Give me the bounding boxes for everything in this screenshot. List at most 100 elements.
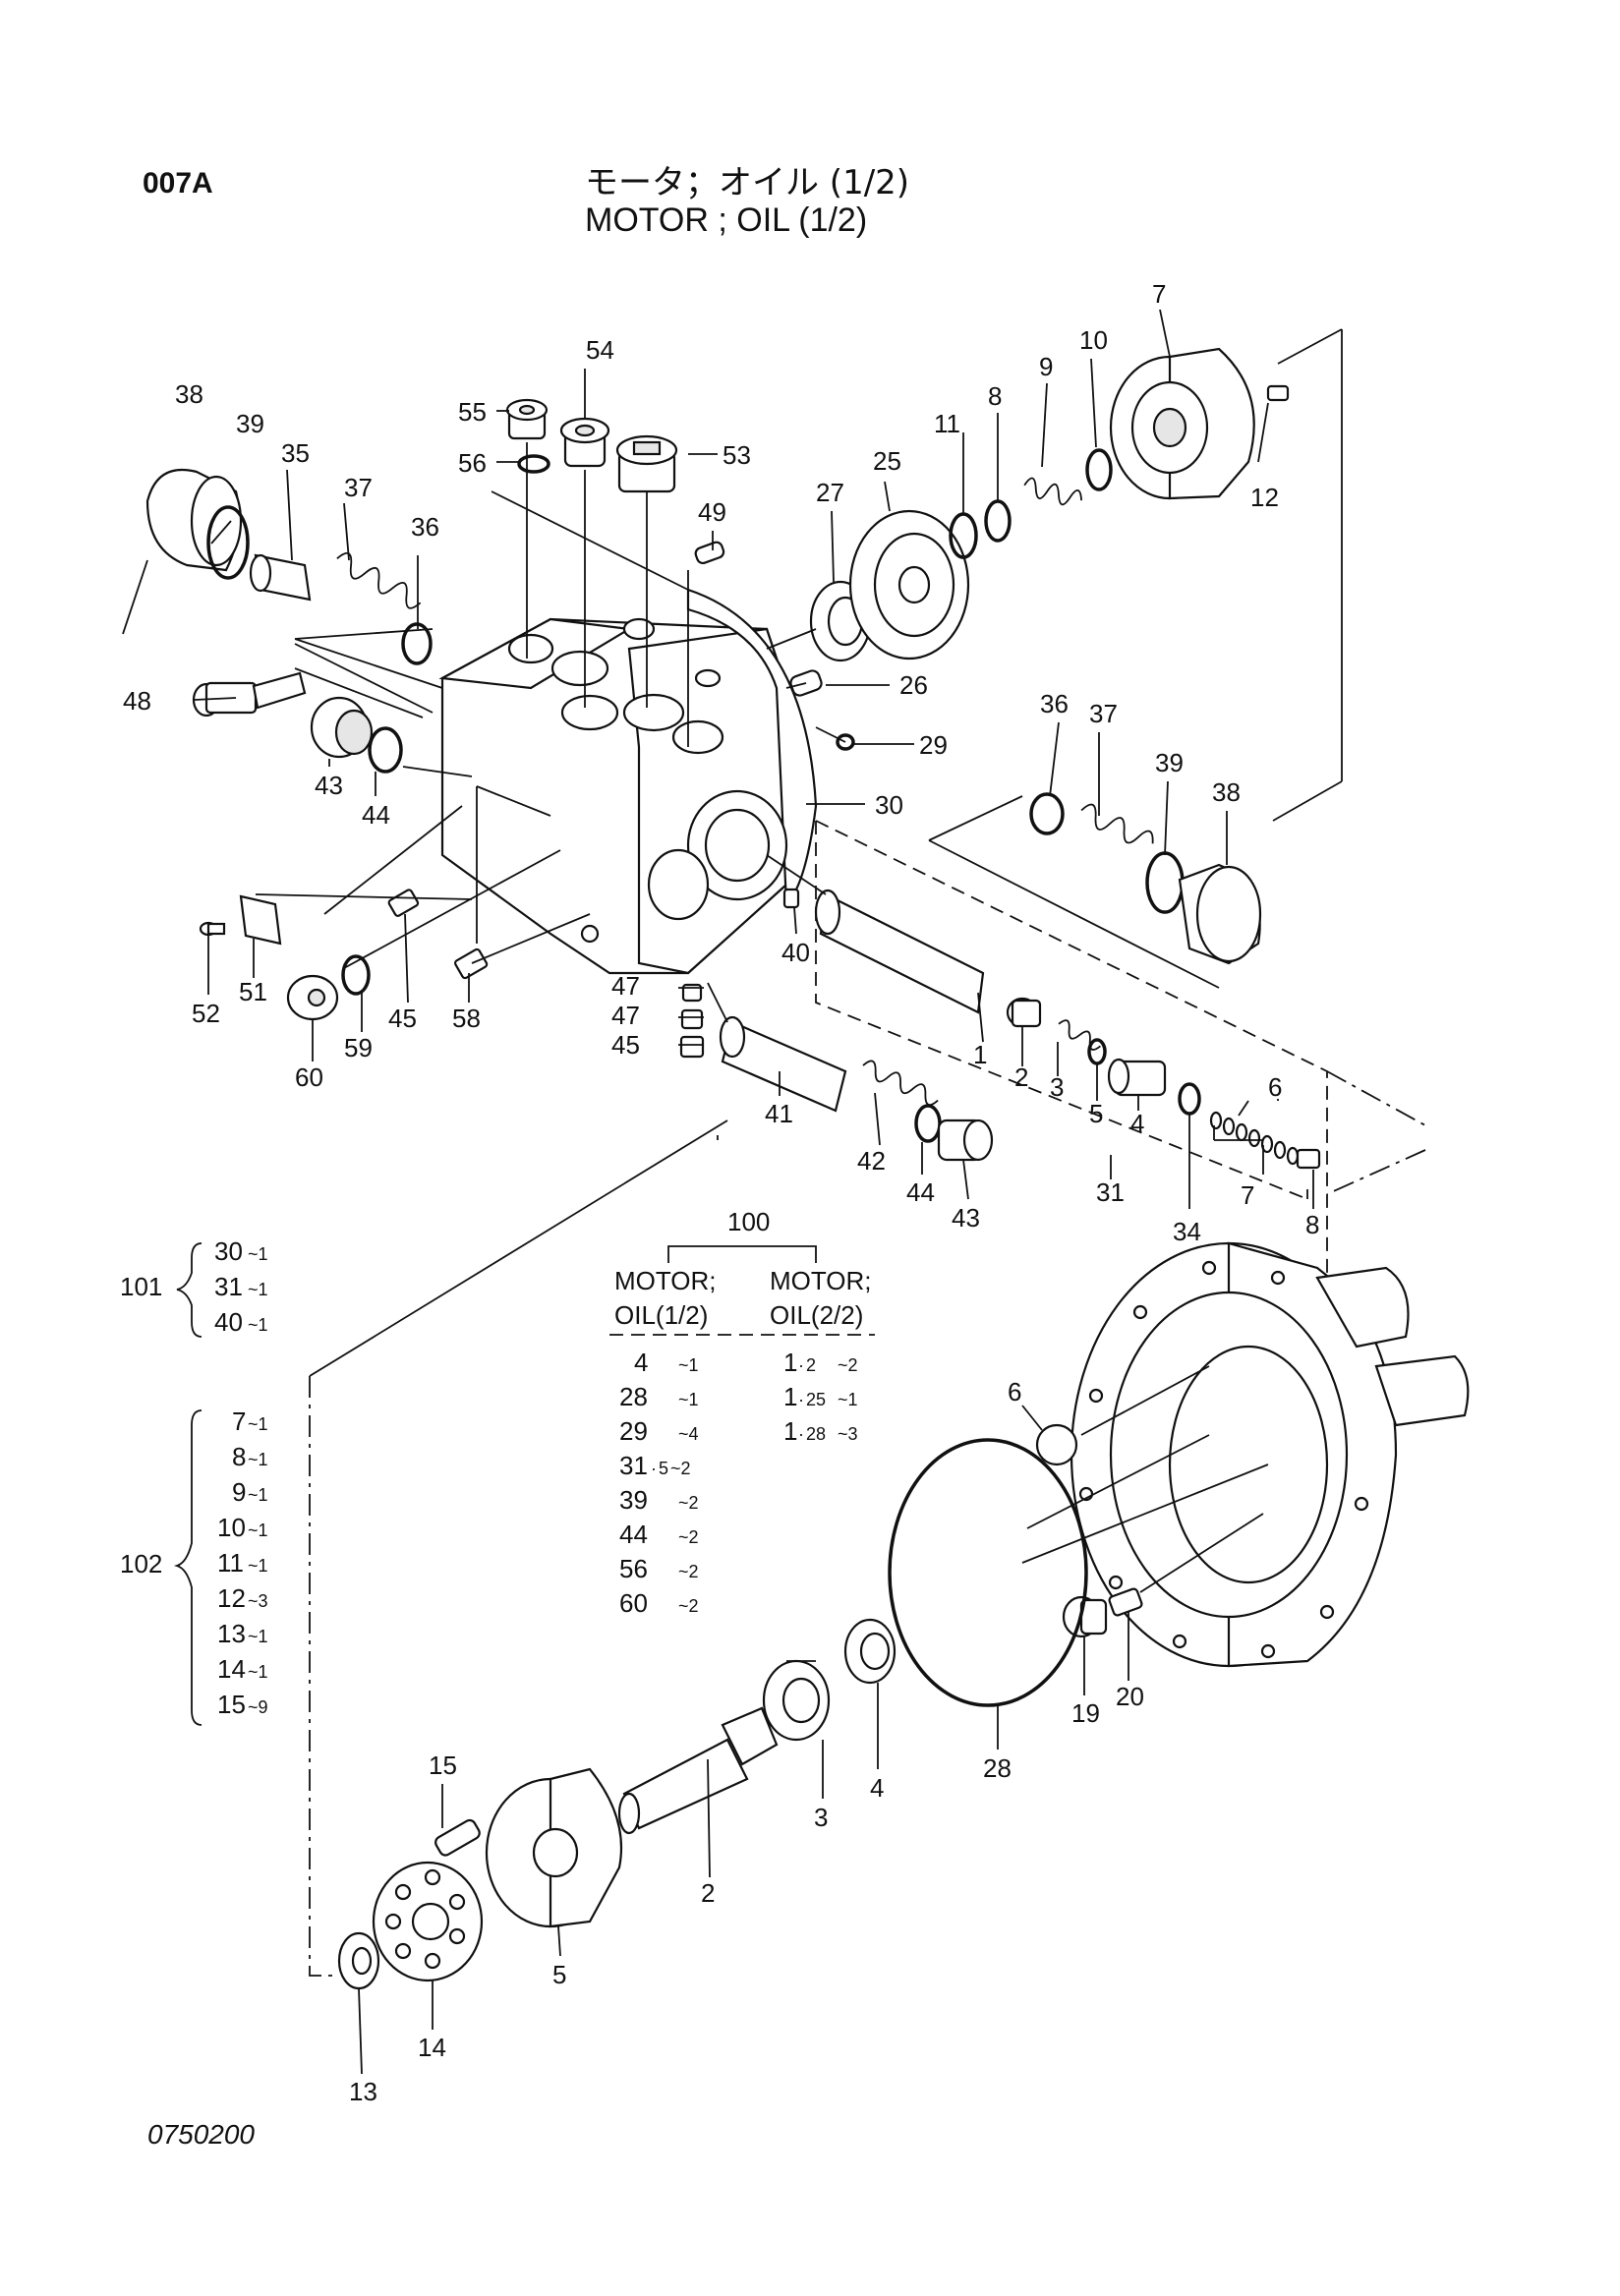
plug-53 (615, 434, 678, 493)
callout-3-top: 3 (1050, 1072, 1064, 1102)
pin-12 (1266, 384, 1290, 402)
o-ring-39-right (1145, 851, 1185, 914)
kit-100-col1-sub: 5 (659, 1459, 668, 1478)
kit-100-col1-part: 31 (619, 1451, 648, 1480)
callout-labels: 54 55 56 53 49 38 39 35 37 36 48 43 44 7… (123, 279, 1319, 2106)
washer-8 (984, 499, 1012, 543)
kit-100-col1-part: 4 (634, 1348, 648, 1377)
valve-plate-25 (848, 509, 970, 660)
bearing-3 (762, 1659, 831, 1742)
kit-100-col2-sub: 25 (806, 1390, 826, 1409)
kit-101-item-part: 30 (214, 1236, 243, 1266)
kit-100-col1-qty: ~2 (678, 1562, 699, 1581)
callout-28: 28 (983, 1753, 1012, 1783)
kit-102-item-qty: ~1 (248, 1485, 268, 1505)
spring-42 (862, 1060, 939, 1106)
shim-set-7 (1209, 1111, 1300, 1166)
sleeve-35 (249, 553, 312, 602)
callout-14: 14 (418, 2033, 446, 2062)
kit-100-col1-part: 39 (619, 1485, 648, 1515)
title-english: MOTOR ; OIL (1/2) (585, 201, 868, 239)
o-ring-44-right (914, 1104, 942, 1143)
spool-41 (719, 1015, 847, 1113)
spring-37-left (336, 551, 422, 609)
kit-102-item-qty: ~1 (248, 1556, 268, 1576)
plug-60 (286, 974, 339, 1021)
callout-52: 52 (192, 999, 220, 1028)
callout-8-bottom: 8 (1305, 1210, 1319, 1239)
plug-40 (782, 888, 800, 909)
kit-100-col1-qty: ~2 (670, 1459, 691, 1478)
callout-27: 27 (816, 478, 844, 507)
kit-100-col2-sub: 28 (806, 1424, 826, 1444)
kit-100-col2-dot: · (798, 1355, 804, 1375)
callout-11: 11 (934, 409, 960, 438)
shaft-2 (617, 1706, 779, 1835)
kit-101-item-qty: ~1 (248, 1315, 268, 1335)
kit-100-col2-qty: ~2 (838, 1355, 858, 1375)
o-ring-39-left (206, 505, 250, 580)
callout-leaders (122, 309, 1314, 2075)
callout-40: 40 (781, 938, 810, 967)
spool-1 (814, 889, 985, 1014)
callout-43-left: 43 (315, 771, 343, 800)
kit-102-item-part: 8 (232, 1442, 246, 1471)
end-cap-7 (1109, 347, 1255, 500)
spring-9 (1023, 477, 1082, 506)
callout-7-top: 7 (1152, 279, 1166, 309)
kit-100-col1-part: 56 (619, 1554, 648, 1583)
callout-2-bottom: 2 (701, 1878, 715, 1908)
callout-10: 10 (1079, 325, 1108, 355)
callout-48: 48 (123, 686, 151, 716)
ball-6 (1035, 1423, 1078, 1466)
callout-26: 26 (899, 670, 928, 700)
kit-102-item-part: 14 (217, 1654, 246, 1684)
kit-102-item-part: 13 (217, 1619, 246, 1648)
callout-13: 13 (349, 2077, 377, 2106)
kit-100-col1-qty: ~2 (678, 1596, 699, 1616)
kit-100-col2-header: MOTOR; (770, 1266, 872, 1295)
kit-102-item-part: 7 (232, 1406, 246, 1436)
callout-54: 54 (586, 335, 614, 365)
callout-36-left: 36 (411, 512, 439, 542)
plug-43-right (937, 1119, 994, 1162)
kit-100-col2-qty: ~3 (838, 1424, 858, 1444)
callout-53: 53 (723, 440, 751, 470)
o-ring-28 (888, 1438, 1088, 1707)
callout-4-top: 4 (1130, 1109, 1144, 1138)
kit-101-item-part: 31 (214, 1272, 243, 1301)
pin-49 (694, 541, 725, 565)
callout-37-right: 37 (1089, 699, 1118, 728)
kit-100-col1-qty: ~2 (678, 1493, 699, 1513)
kit-100-col1-qty: ~1 (678, 1355, 699, 1375)
washer-10 (1085, 448, 1113, 491)
callout-51: 51 (239, 977, 267, 1006)
dashed-outlines (309, 820, 1426, 1977)
kit-100-col1-qty: ~1 (678, 1390, 699, 1409)
kit-102-item-part: 9 (232, 1477, 246, 1507)
kit-100-col2-sub: 2 (806, 1355, 816, 1375)
kit-101-item-part: 40 (214, 1307, 243, 1337)
o-ring-56 (517, 454, 550, 474)
callout-47-b: 47 (611, 1001, 640, 1030)
kit-100-col2-part: 1 (783, 1416, 797, 1446)
valve-housing (438, 588, 818, 975)
callout-55: 55 (458, 397, 487, 427)
kit-102-item-qty: ~1 (248, 1414, 268, 1434)
callout-37-left: 37 (344, 473, 373, 502)
kit-100-col2-qty: ~1 (838, 1390, 858, 1409)
kit-101-number: 101 (120, 1272, 162, 1301)
callout-39-left: 39 (236, 409, 264, 438)
kit-100-col1-qty: ~4 (678, 1424, 699, 1444)
title-japanese: モータ；オイル (1/2) (585, 163, 910, 202)
callout-3-bottom: 3 (814, 1803, 828, 1832)
kit-102-item-qty: ~1 (248, 1662, 268, 1682)
callout-47-a: 47 (611, 971, 640, 1001)
callout-59: 59 (344, 1033, 373, 1062)
callout-6-bottom: 6 (1008, 1377, 1021, 1406)
set-screw-8 (1296, 1148, 1321, 1170)
callout-38-right: 38 (1212, 777, 1241, 807)
plug-4 (1107, 1058, 1167, 1097)
